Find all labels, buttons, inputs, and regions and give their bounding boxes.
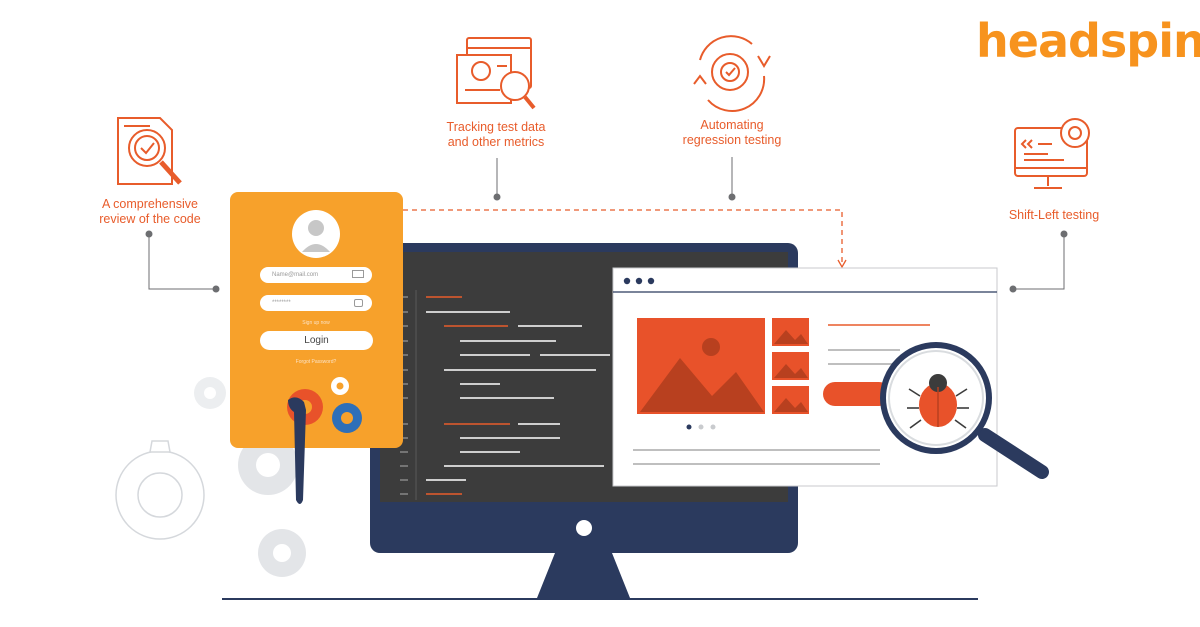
password-field[interactable]: ******** <box>260 295 372 311</box>
sign-up-link[interactable]: Sign up now <box>302 320 330 326</box>
feature-label-line: and other metrics <box>447 135 545 149</box>
feature-label-line: Automating <box>700 118 764 132</box>
login-button[interactable]: Login <box>260 331 373 350</box>
feature-label-line: Shift-Left testing <box>1008 208 1100 222</box>
line-number-marks <box>400 290 417 500</box>
headspin-logo: headspin <box>976 14 1200 68</box>
code-lines <box>426 296 610 495</box>
forgot-password-link[interactable]: Forgot Password? <box>295 359 337 365</box>
metrics-report-icon <box>456 37 536 110</box>
automation-cycle-gear-icon <box>693 35 771 112</box>
feature-label-line: review of the code <box>99 212 201 226</box>
monitor-gear-icon <box>1014 118 1090 189</box>
feature-label-line: Tracking test data <box>446 120 546 134</box>
feature-label-shift-left: Shift-Left testing <box>990 208 1118 223</box>
feature-label-metrics: Tracking test data and other metrics <box>430 120 562 150</box>
gears-wrench-icon <box>287 377 362 504</box>
connector-lines <box>148 157 1065 290</box>
connector-dots <box>145 193 1068 293</box>
code-review-magnifier-icon <box>117 117 182 185</box>
lock-icon <box>354 299 363 307</box>
feature-label-code-review: A comprehensive review of the code <box>82 197 218 227</box>
browser-window <box>612 267 998 487</box>
mail-icon <box>352 270 364 278</box>
background-gear-icon <box>115 440 205 540</box>
feature-label-line: regression testing <box>682 133 782 147</box>
bug-magnifier-icon <box>880 342 1049 479</box>
background-gear-icon <box>194 377 306 577</box>
dashed-connector <box>403 209 843 262</box>
email-field[interactable]: Name@mail.com <box>260 267 372 283</box>
feature-label-line: A comprehensive <box>102 197 198 211</box>
feature-label-regression: Automating regression testing <box>666 118 798 148</box>
login-card <box>230 192 403 448</box>
